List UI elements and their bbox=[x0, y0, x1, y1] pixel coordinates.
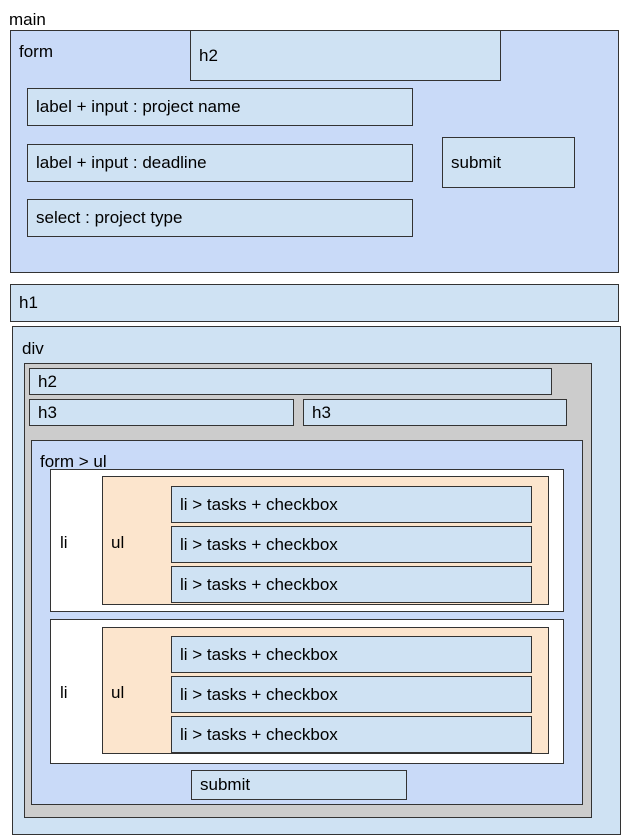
div-h2: h2 bbox=[29, 368, 552, 395]
task-item-label: li > tasks + checkbox bbox=[180, 534, 338, 554]
div-h3-left: h3 bbox=[29, 399, 294, 426]
tasks-submit-label: submit bbox=[200, 775, 251, 794]
project-type-label: select : project type bbox=[36, 208, 183, 227]
form-h2-label: h2 bbox=[199, 45, 218, 65]
project-name-field[interactable]: label + input : project name bbox=[27, 88, 413, 126]
div-h3-right: h3 bbox=[303, 399, 567, 426]
deadline-label: label + input : deadline bbox=[36, 153, 207, 172]
form-submit-label: submit bbox=[451, 152, 502, 172]
project-type-select[interactable]: select : project type bbox=[27, 199, 413, 237]
li-label: li bbox=[60, 683, 68, 702]
task-item[interactable]: li > tasks + checkbox bbox=[171, 636, 532, 673]
form-h2: h2 bbox=[190, 30, 501, 81]
ul-label: ul bbox=[111, 683, 125, 702]
deadline-field[interactable]: label + input : deadline bbox=[27, 144, 413, 182]
task-item-label: li > tasks + checkbox bbox=[180, 574, 338, 594]
div-h3-left-label: h3 bbox=[38, 402, 57, 422]
h1-label: h1 bbox=[19, 293, 38, 312]
task-item-label: li > tasks + checkbox bbox=[180, 724, 338, 744]
project-name-label: label + input : project name bbox=[36, 97, 241, 116]
div-h3-right-label: h3 bbox=[312, 402, 331, 422]
task-item[interactable]: li > tasks + checkbox bbox=[171, 676, 532, 713]
task-item[interactable]: li > tasks + checkbox bbox=[171, 526, 532, 563]
main-label: main bbox=[9, 10, 46, 29]
task-item[interactable]: li > tasks + checkbox bbox=[171, 716, 532, 753]
task-item-label: li > tasks + checkbox bbox=[180, 494, 338, 514]
task-item-label: li > tasks + checkbox bbox=[180, 644, 338, 664]
form-label: form bbox=[19, 42, 53, 61]
h1-box: h1 bbox=[10, 284, 619, 322]
li-label: li bbox=[60, 533, 68, 552]
task-item-label: li > tasks + checkbox bbox=[180, 684, 338, 704]
form-ul-label: form > ul bbox=[40, 452, 107, 471]
task-item[interactable]: li > tasks + checkbox bbox=[171, 566, 532, 603]
div-h2-label: h2 bbox=[38, 371, 57, 391]
ul-label: ul bbox=[111, 533, 125, 552]
form-submit-button[interactable]: submit bbox=[442, 137, 575, 188]
task-item[interactable]: li > tasks + checkbox bbox=[171, 486, 532, 523]
div-label: div bbox=[22, 339, 44, 358]
tasks-submit-button[interactable]: submit bbox=[191, 770, 407, 800]
